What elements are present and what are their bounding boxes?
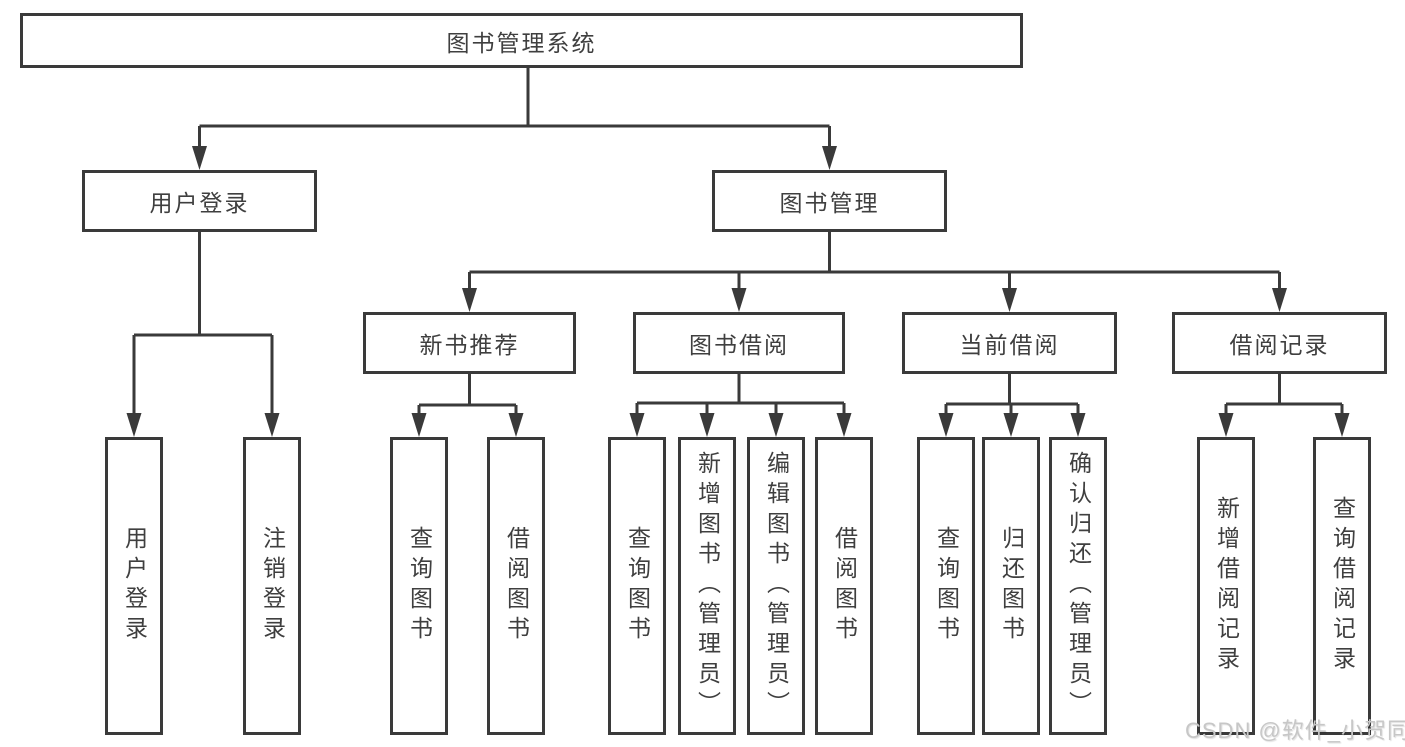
leaf-records-query: 查询借阅记录 — [1313, 437, 1371, 735]
leaf-newbooks-borrow: 借阅图书 — [487, 437, 545, 735]
node-user-login: 用户登录 — [82, 170, 317, 232]
leaf-user-login: 用户登录 — [105, 437, 163, 735]
watermark: CSDN @软件_小贺同学 — [1185, 718, 1405, 743]
leaf-logout-label: 注销登录 — [259, 526, 286, 646]
node-user-login-label: 用户登录 — [149, 190, 250, 216]
arrow-down-icon — [508, 413, 524, 437]
leaf-newbooks-query: 查询图书 — [390, 437, 448, 735]
arrow-down-icon — [699, 413, 715, 437]
node-book-management-label: 图书管理 — [779, 190, 880, 216]
leaf-current-return: 归还图书 — [982, 437, 1040, 735]
node-book-borrow-label: 图书借阅 — [689, 332, 789, 358]
leaf-newbooks-query-label: 查询图书 — [406, 526, 433, 646]
arrow-down-icon — [1070, 413, 1086, 437]
node-book-borrow: 图书借阅 — [633, 312, 845, 374]
leaf-borrow-query-label: 查询图书 — [624, 526, 651, 646]
arrow-down-icon — [1272, 288, 1287, 312]
leaf-current-query: 查询图书 — [917, 437, 975, 735]
arrow-down-icon — [836, 413, 852, 437]
leaf-borrow-add-book-label: 新增图书（管理员） — [694, 451, 721, 721]
leaf-current-query-label: 查询图书 — [933, 526, 960, 646]
arrow-down-icon — [1218, 413, 1234, 437]
leaf-borrow-query: 查询图书 — [608, 437, 666, 735]
leaf-current-return-label: 归还图书 — [998, 526, 1025, 646]
leaf-records-add-label: 新增借阅记录 — [1213, 496, 1240, 676]
leaf-borrow-edit-book-label: 编辑图书（管理员） — [763, 451, 790, 721]
node-root: 图书管理系统 — [20, 13, 1023, 68]
leaf-logout: 注销登录 — [243, 437, 301, 735]
leaf-borrow-add-book: 新增图书（管理员） — [678, 437, 736, 735]
leaf-borrow-edit-book: 编辑图书（管理员） — [747, 437, 805, 735]
leaf-borrow-borrow-book: 借阅图书 — [815, 437, 873, 735]
leaf-user-login-label: 用户登录 — [121, 526, 148, 646]
connector-borrow-records-to-leaves — [1224, 374, 1344, 417]
node-borrow-records: 借阅记录 — [1172, 312, 1387, 374]
arrow-down-icon — [1002, 288, 1017, 312]
arrow-down-icon — [462, 288, 477, 312]
arrow-down-icon — [192, 146, 207, 170]
node-new-book-recommend-label: 新书推荐 — [419, 332, 520, 358]
node-borrow-records-label: 借阅记录 — [1229, 332, 1330, 358]
arrow-down-icon — [731, 288, 747, 312]
node-current-borrow: 当前借阅 — [902, 312, 1117, 374]
arrow-down-icon — [264, 413, 280, 437]
node-current-borrow-label: 当前借阅 — [959, 332, 1060, 358]
arrow-down-icon — [768, 413, 784, 437]
node-root-label: 图书管理系统 — [446, 29, 597, 56]
arrow-down-icon — [1334, 413, 1350, 437]
arrow-down-icon — [938, 413, 954, 437]
node-book-management: 图书管理 — [712, 170, 947, 232]
leaf-records-query-label: 查询借阅记录 — [1329, 496, 1356, 676]
leaf-current-confirm-return-label: 确认归还（管理员） — [1065, 451, 1092, 721]
connector-book-borrow-to-leaves — [635, 374, 846, 417]
connector-root-to-level1 — [198, 68, 831, 150]
connector-user-login-to-leaves — [132, 232, 274, 417]
arrow-down-icon — [822, 146, 837, 170]
leaf-borrow-borrow-book-label: 借阅图书 — [831, 526, 858, 646]
leaf-records-add: 新增借阅记录 — [1197, 437, 1255, 735]
connector-book-mgmt-to-level2 — [468, 232, 1281, 292]
connector-current-borrow-to-leaves — [944, 374, 1080, 417]
arrowheads — [126, 146, 1350, 437]
leaf-newbooks-borrow-label: 借阅图书 — [503, 526, 530, 646]
arrow-down-icon — [411, 413, 427, 437]
node-new-book-recommend: 新书推荐 — [363, 312, 576, 374]
arrow-down-icon — [126, 413, 142, 437]
arrow-down-icon — [629, 413, 645, 437]
arrow-down-icon — [1003, 413, 1019, 437]
leaf-current-confirm-return: 确认归还（管理员） — [1049, 437, 1107, 735]
connector-new-books-to-leaves — [417, 374, 518, 417]
